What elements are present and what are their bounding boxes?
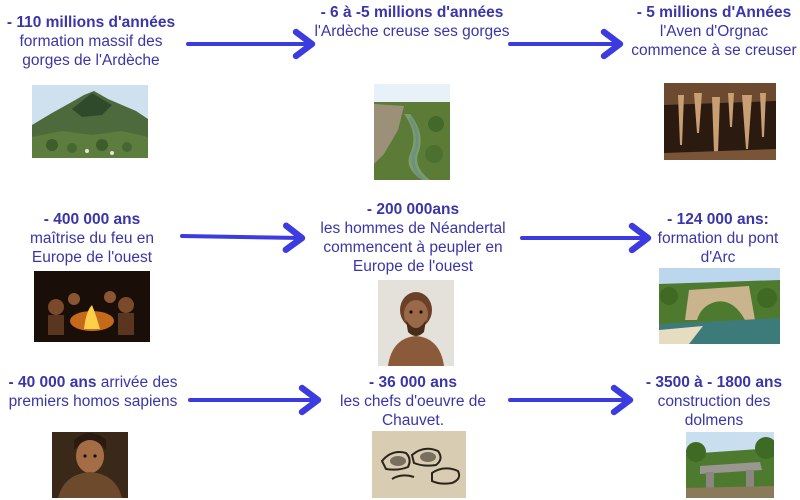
event-date: - 36 000 ans <box>369 374 457 391</box>
event-description: l'Ardèche creuse ses gorges <box>314 23 510 40</box>
event-description: l'Aven d'Orgnac commence à se creuser <box>631 23 797 59</box>
event-36000: - 36 000 ans les chefs d'oeuvre de Chauv… <box>318 373 508 430</box>
event-description: formation massif des gorges de l'Ardèche <box>19 33 163 69</box>
campfire-image <box>34 271 150 342</box>
event-date: - 200 000ans <box>366 201 460 218</box>
event-description: formation du pont d'Arc <box>657 230 779 266</box>
event-5-million: - 5 millions d'Années l'Aven d'Orgnac co… <box>628 3 800 60</box>
event-description: construction des dolmens <box>657 393 771 429</box>
homo-sapiens-image <box>52 432 128 498</box>
event-date: - 124 000 ans: <box>667 211 769 228</box>
event-date: - 400 000 ans <box>43 211 141 228</box>
event-date: - 5 millions d'Années <box>636 4 792 21</box>
event-description: maîtrise du feu en Europe de l'ouest <box>29 230 155 266</box>
event-description: les chefs d'oeuvre de Chauvet. <box>340 393 486 429</box>
event-3500-1800: - 3500 à - 1800 ans construction des dol… <box>628 373 800 430</box>
event-110-million: - 110 millions d'années formation massif… <box>0 13 182 70</box>
cave-stalactites-image <box>664 83 776 160</box>
event-date: - 110 millions d'années <box>6 14 176 31</box>
event-description: arrivée des premiers homos sapiens <box>8 374 178 410</box>
pont-d-arc-image <box>659 268 780 344</box>
event-date: - 3500 à - 1800 ans <box>645 374 783 391</box>
event-description: les hommes de Néandertal commencent à pe… <box>320 220 506 275</box>
event-date: - 40 000 ans <box>8 374 97 391</box>
event-200000: - 200 000ans les hommes de Néandertal co… <box>302 200 524 276</box>
chauvet-painting-image <box>372 431 466 498</box>
event-40000: - 40 000 ans arrivée des premiers homos … <box>0 373 186 411</box>
event-124000: - 124 000 ans: formation du pont d'Arc <box>648 210 788 267</box>
event-400000: - 400 000 ans maîtrise du feu en Europe … <box>4 210 180 267</box>
arrow-4-to-5 <box>180 222 306 253</box>
event-6-million: - 6 à -5 millions d'années l'Ardèche cre… <box>312 3 512 41</box>
river-gorge-image <box>374 84 450 180</box>
event-date: - 6 à -5 millions d'années <box>320 4 504 21</box>
neanderthal-image <box>378 280 454 366</box>
dolmen-image <box>686 432 774 498</box>
mountain-landscape-image <box>32 85 148 158</box>
